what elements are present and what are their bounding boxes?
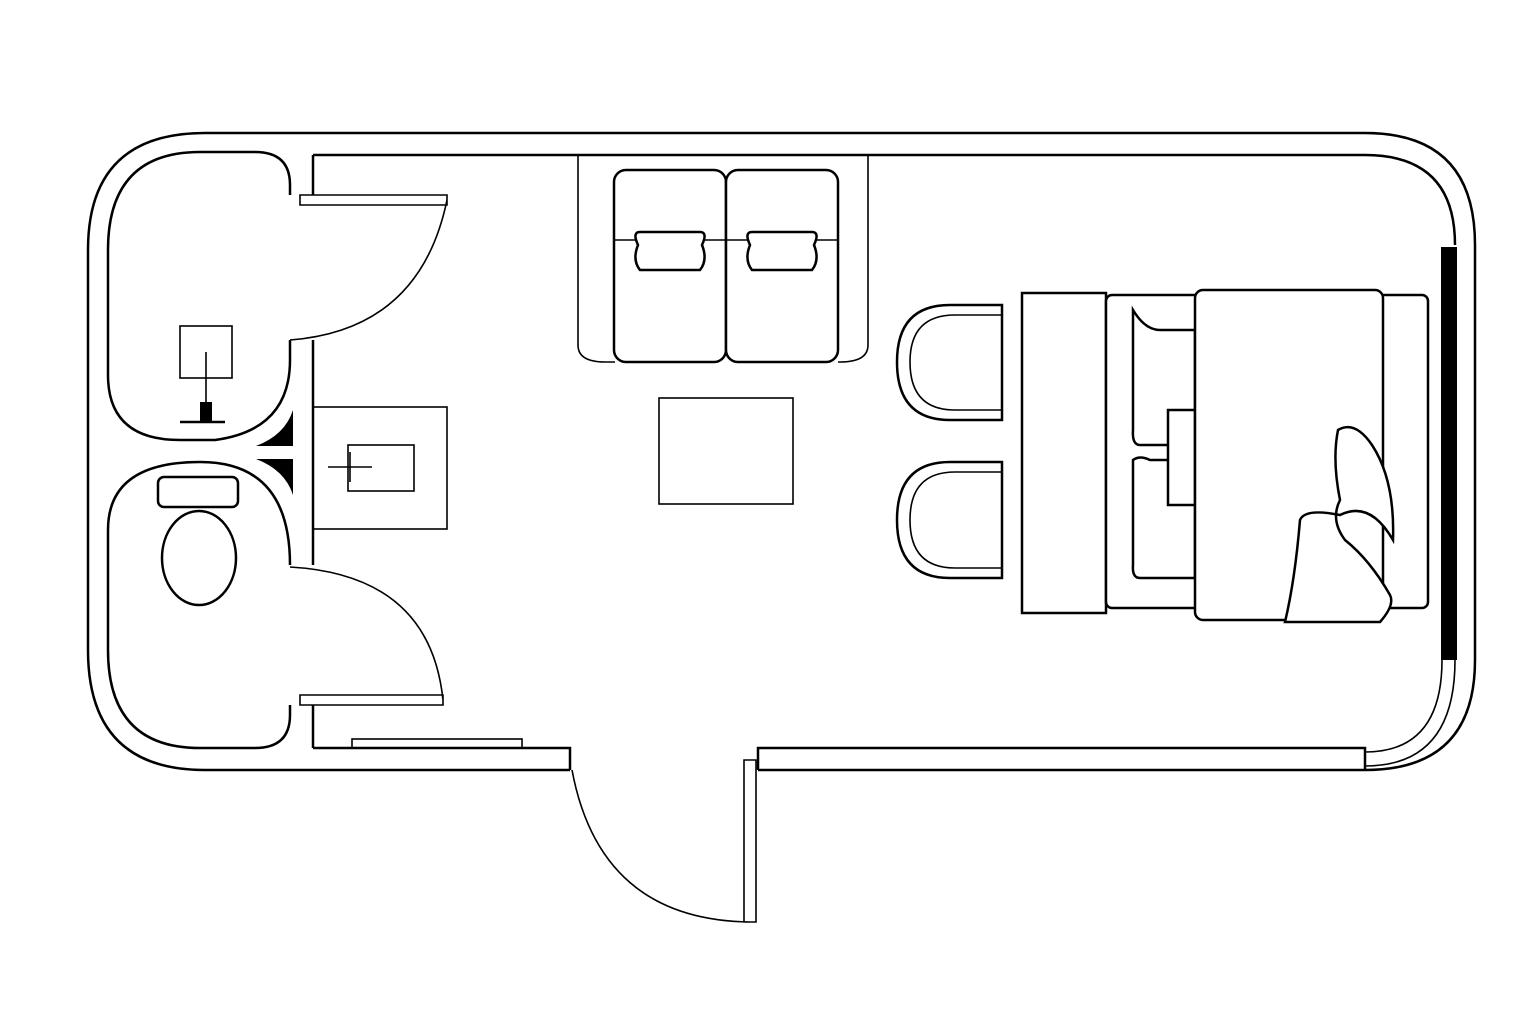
outer-wall	[86, 131, 1477, 772]
pillow-left-icon	[634, 230, 706, 272]
shower-door	[289, 194, 448, 341]
shower-valve	[200, 402, 212, 422]
toilet-door	[289, 566, 444, 706]
bottom-shelf	[351, 738, 523, 749]
pillow-right-icon	[746, 230, 818, 272]
washbasin-icon	[347, 444, 415, 492]
corner-window	[1364, 659, 1456, 767]
wall-wedge-bottom	[256, 459, 293, 495]
vanity-counter	[312, 406, 448, 530]
chair-top	[895, 303, 1004, 422]
wall-wedge-top	[256, 410, 293, 446]
toilet-room	[106, 460, 292, 750]
faucet	[328, 452, 372, 482]
inner-wall	[313, 153, 1457, 246]
coffee-table	[658, 397, 794, 505]
shower-room	[106, 150, 292, 442]
sofa-frame	[577, 155, 869, 363]
toilet-bowl-icon	[160, 509, 238, 607]
blanket-fold	[1283, 425, 1395, 624]
entrance-door	[571, 759, 757, 923]
toilet-tank	[156, 475, 240, 509]
nightstand	[1166, 408, 1197, 507]
chair-bottom	[895, 460, 1004, 580]
chair-bottom-inner	[909, 471, 1002, 569]
bed-headboard	[1020, 291, 1108, 615]
inner-wall-bottom	[313, 746, 1367, 770]
chair-top-inner	[909, 314, 1002, 411]
window-right	[1441, 247, 1457, 660]
